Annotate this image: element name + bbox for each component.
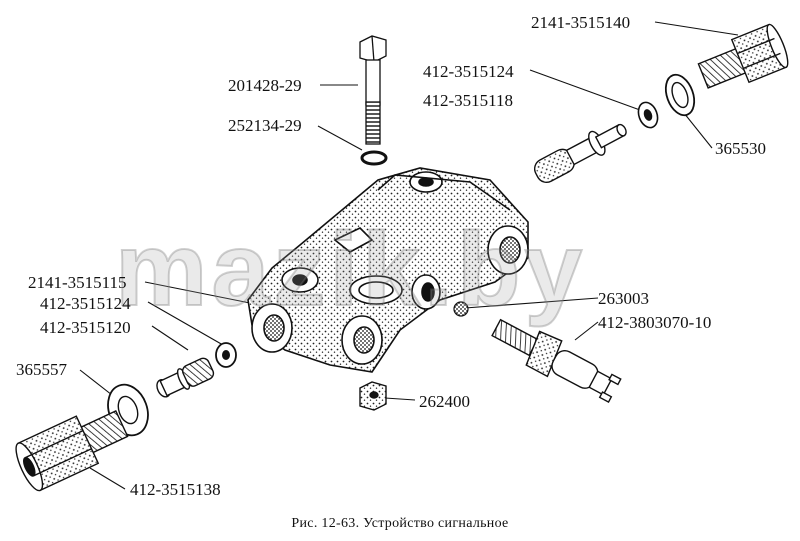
label-nut: 262400	[419, 392, 470, 411]
lock-washer	[360, 150, 388, 166]
watermark: mazik.by	[114, 212, 587, 328]
valve-right	[533, 123, 627, 184]
label-fitting-left: 412-3515138	[130, 480, 221, 499]
label-washer-left-small: 412-3515124	[40, 294, 131, 313]
label-ball: 263003	[598, 289, 649, 308]
figure-caption: Рис. 12-63. Устройство сигнальное	[291, 516, 509, 531]
label-washer-right-small: 412-3515124	[423, 62, 514, 81]
nut	[359, 381, 387, 411]
gasket-right	[664, 73, 696, 117]
washer-right-small	[637, 101, 659, 129]
label-lock-washer: 252134-29	[228, 116, 302, 135]
label-body: 2141-3515115	[28, 273, 127, 292]
leader-lines	[79, 21, 739, 490]
label-sensor: 412-3803070-10	[598, 313, 712, 332]
label-valve-right: 412-3515118	[423, 91, 514, 110]
fitting-left	[15, 410, 129, 492]
label-bolt: 201428-29	[228, 76, 302, 95]
valve-body	[247, 167, 529, 373]
fitting-right	[697, 23, 789, 89]
washer-left-small	[215, 342, 237, 368]
sensor	[491, 318, 622, 403]
label-fitting-right: 2141-3515140	[531, 13, 631, 32]
valve-left	[156, 357, 215, 398]
label-gasket-left: 365557	[16, 360, 67, 379]
label-gasket-right: 365530	[715, 139, 766, 158]
bolt	[359, 35, 387, 145]
label-valve-left: 412-3515120	[40, 318, 131, 337]
ball	[453, 301, 469, 317]
